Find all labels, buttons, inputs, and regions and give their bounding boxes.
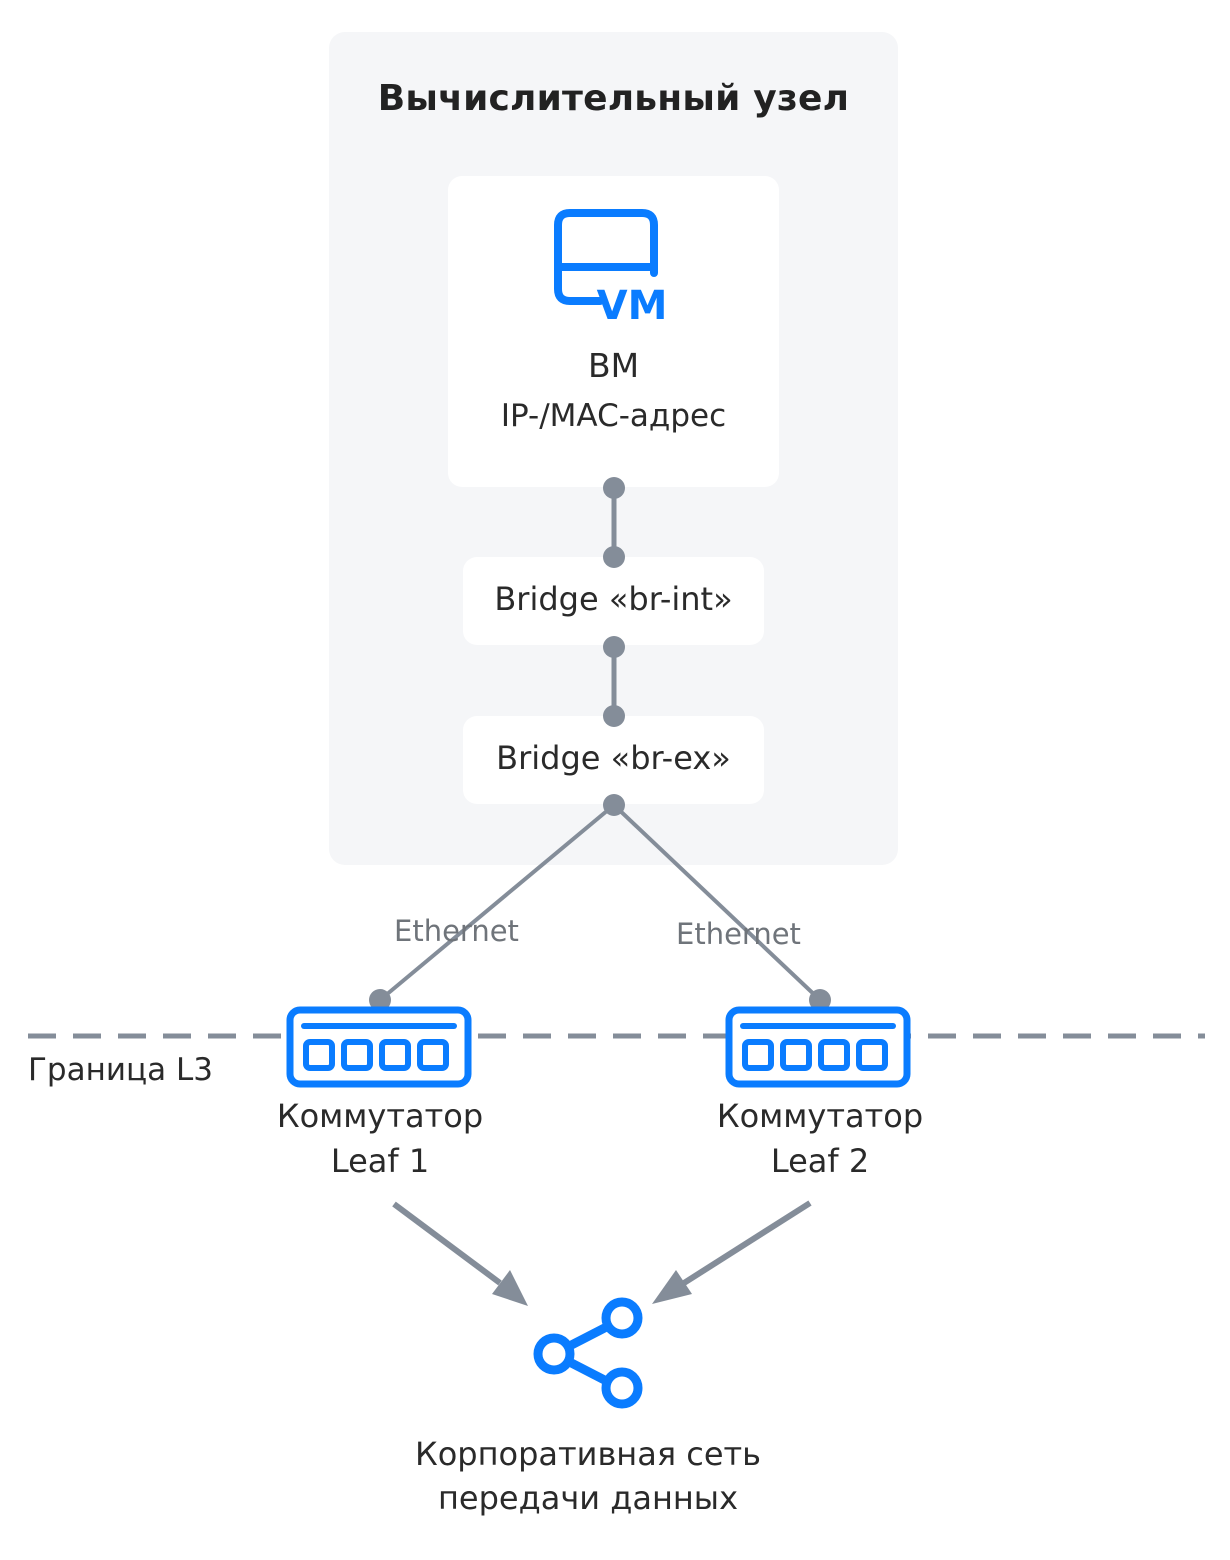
ethernet-label-right: Ethernet bbox=[676, 917, 801, 951]
arrow-leaf2-network-head bbox=[652, 1270, 692, 1304]
port-leaf2 bbox=[809, 989, 831, 1011]
leaf2-label-line1: Коммутатор bbox=[716, 1097, 924, 1135]
link-br-ex-leaf1 bbox=[378, 803, 616, 1002]
bridge-br-ex-label: Bridge «br-ex» bbox=[496, 739, 731, 777]
vm-card bbox=[448, 176, 779, 487]
port-leaf1 bbox=[369, 989, 391, 1011]
leaf1-label-line2: Leaf 1 bbox=[330, 1142, 430, 1180]
corporate-network-line2: передачи данных bbox=[438, 1479, 738, 1517]
port-br-int-top bbox=[603, 546, 625, 568]
vm-icon: VM bbox=[554, 209, 668, 325]
compute-node-title: Вычислительный узел bbox=[377, 78, 850, 119]
leaf2-label-line2: Leaf 2 bbox=[770, 1142, 870, 1180]
switch-icon bbox=[725, 1006, 911, 1088]
port-br-ex-top bbox=[603, 705, 625, 727]
l3-boundary-label: Граница L3 bbox=[28, 1052, 213, 1088]
leaf2-label: Коммутатор Leaf 2 bbox=[690, 1094, 950, 1184]
ethernet-label-left: Ethernet bbox=[394, 914, 519, 948]
corporate-network-line1: Корпоративная сеть bbox=[414, 1435, 762, 1473]
arrow-leaf1-network bbox=[392, 1201, 502, 1286]
bridge-br-ex-card bbox=[463, 716, 764, 804]
link-br-ex-leaf2 bbox=[612, 803, 822, 1002]
arrow-leaf1-network-head bbox=[492, 1270, 528, 1306]
svg-text:VM: VM bbox=[597, 283, 668, 325]
port-br-ex-bottom bbox=[603, 794, 625, 816]
arrow-leaf2-network bbox=[682, 1200, 812, 1286]
vm-address: IP-/MAC-адрес bbox=[500, 398, 727, 434]
corporate-network-label: Корпоративная сеть передачи данных bbox=[338, 1432, 838, 1520]
leaf1-label-line1: Коммутатор bbox=[276, 1097, 484, 1135]
bridge-br-int-card bbox=[463, 557, 764, 645]
switch-icon bbox=[286, 1006, 472, 1088]
bridge-br-int-label: Bridge «br-int» bbox=[494, 580, 733, 618]
vm-name: ВМ bbox=[587, 346, 640, 385]
leaf1-label: Коммутатор Leaf 1 bbox=[250, 1094, 510, 1184]
port-br-int-bottom bbox=[603, 636, 625, 658]
port-vm bbox=[603, 477, 625, 499]
network-share-icon bbox=[533, 1297, 643, 1409]
